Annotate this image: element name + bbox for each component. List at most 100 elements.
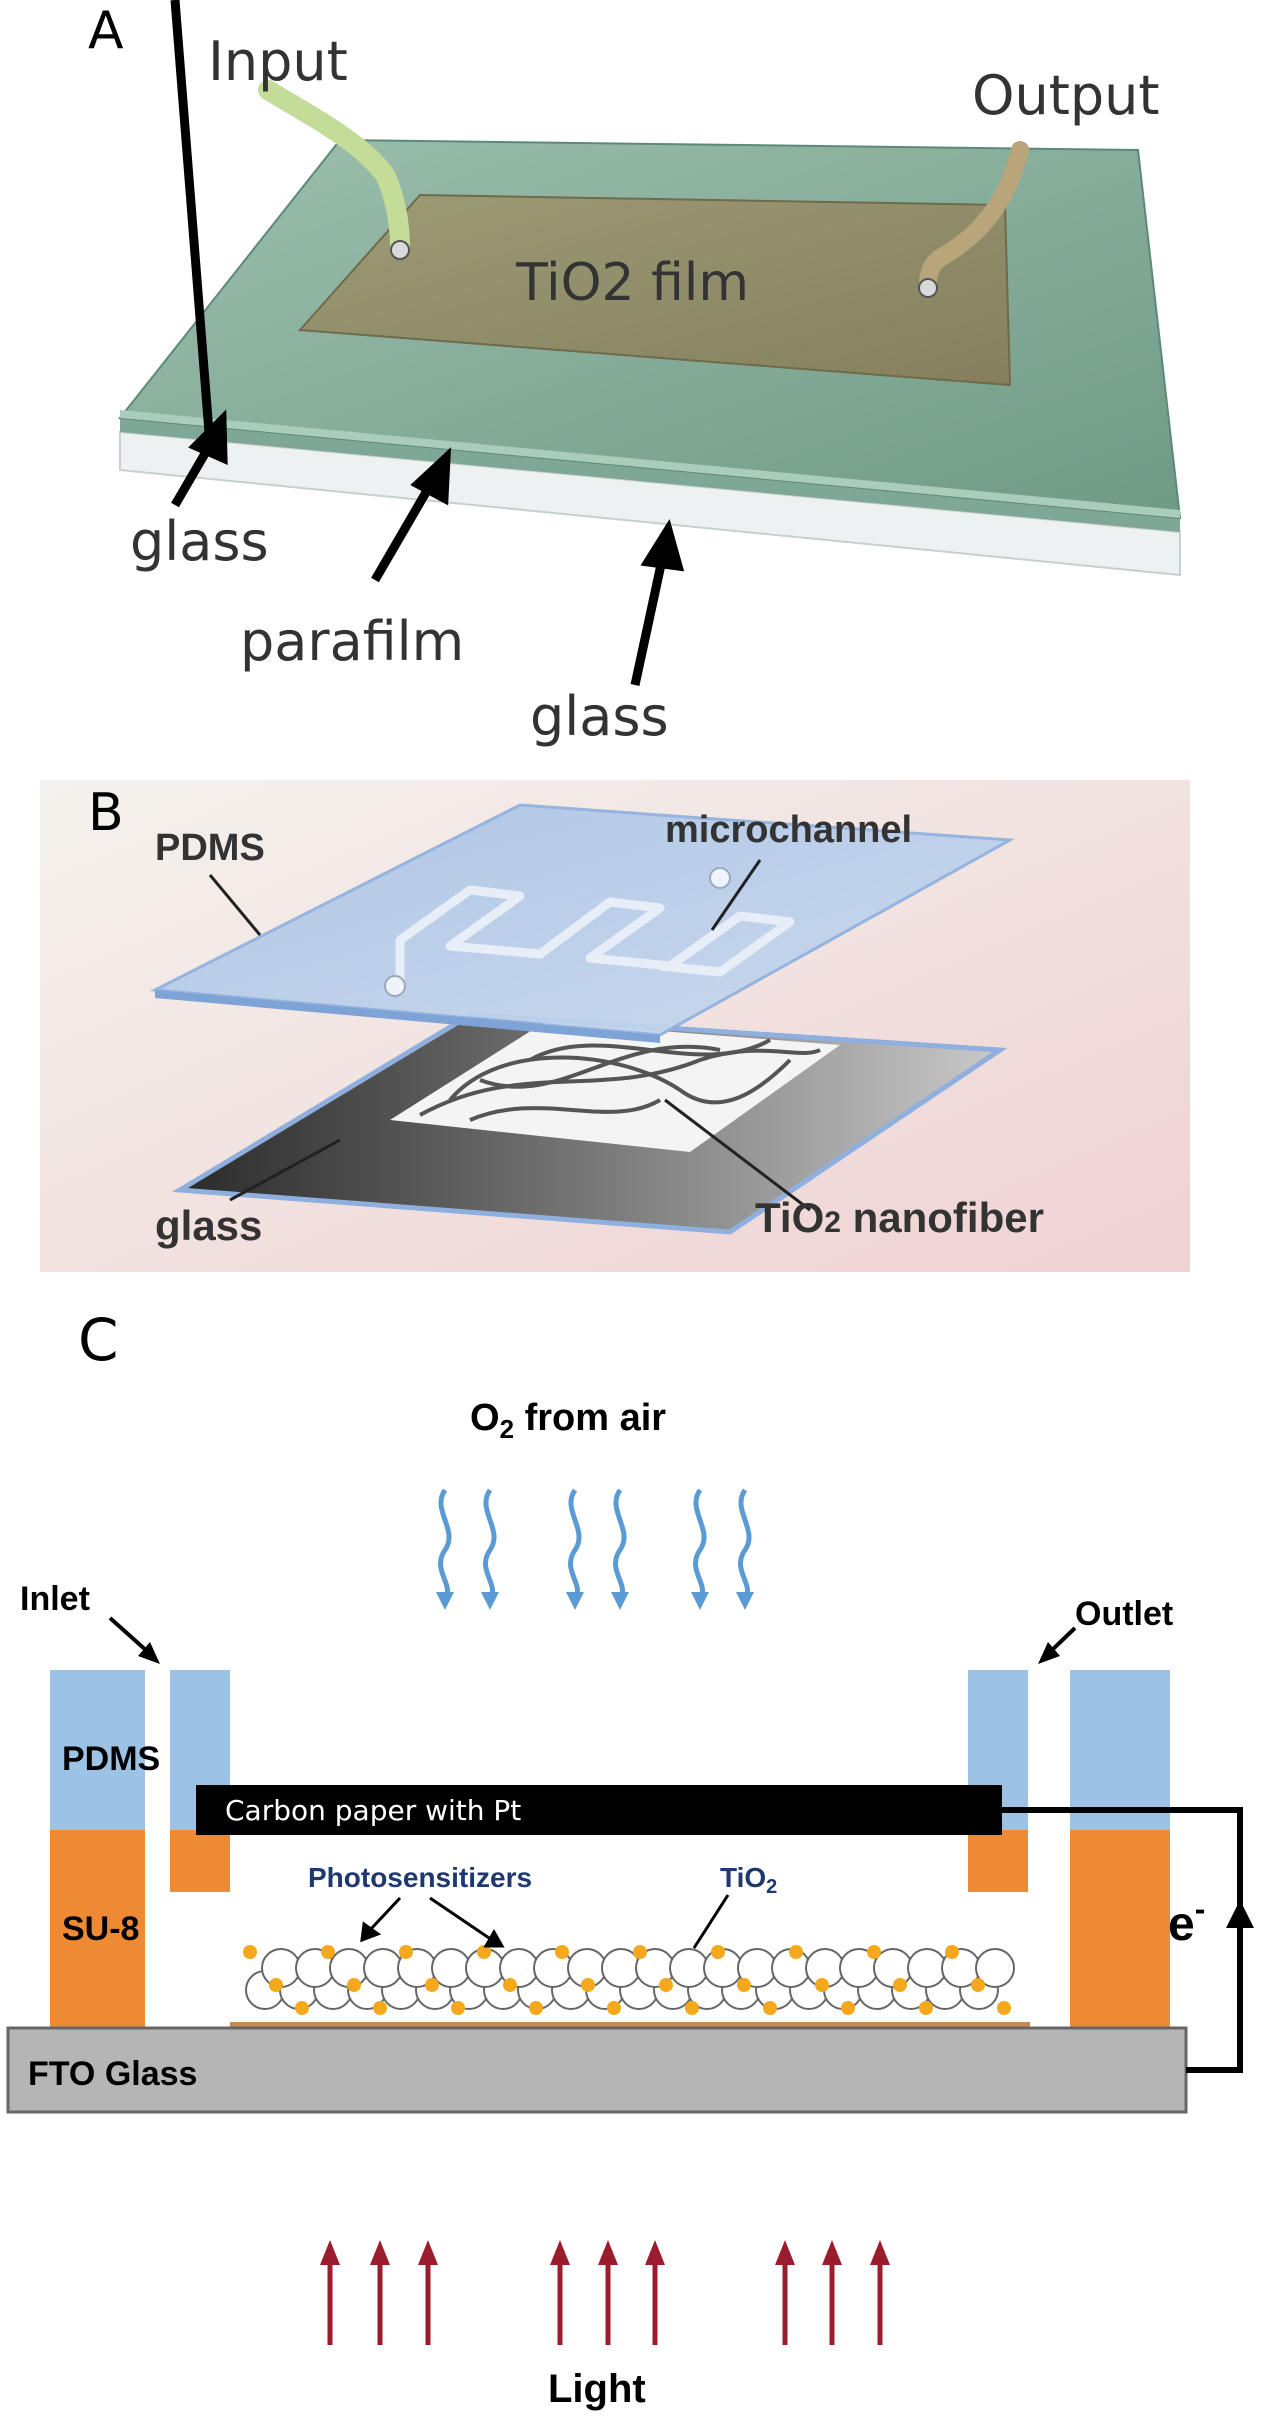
o2-label: O2 from air bbox=[470, 1397, 666, 1444]
arrow-glass-bottom-head bbox=[640, 518, 685, 572]
leader-photosens-2 bbox=[429, 1896, 493, 1942]
tio2-particle-35 bbox=[669, 1948, 709, 1988]
photosensitizer-dot-5 bbox=[347, 1978, 361, 1992]
input-label: Input bbox=[208, 30, 348, 93]
parafilm-layer bbox=[120, 418, 1180, 532]
air-wave-3 bbox=[568, 1488, 582, 1600]
air-wave-5 bbox=[693, 1488, 707, 1600]
outlet-arrow-line bbox=[1048, 1626, 1077, 1654]
air-wave-head-1 bbox=[436, 1592, 454, 1610]
leader-nanofiber bbox=[664, 1098, 811, 1212]
fto-label: FTO Glass bbox=[28, 2055, 197, 2093]
panel-b-diagram: B PDMS microchannel glass TiO2 nanofiber bbox=[40, 780, 1190, 1272]
photosensitizer-dot-8 bbox=[425, 1978, 439, 1992]
photosensitizer-dot-3 bbox=[295, 2001, 309, 2015]
tio2-particle-42 bbox=[907, 1948, 947, 1988]
glass-top-label: glass bbox=[130, 510, 269, 573]
microchannel-label: microchannel bbox=[665, 809, 912, 851]
inlet-label: Inlet bbox=[20, 1580, 90, 1618]
photosensitizer-dot-20 bbox=[737, 1978, 751, 1992]
microchannel-path bbox=[395, 885, 795, 982]
panel-c-diagram: C O2 from air Carbon paper with Pt FTO G… bbox=[6, 1306, 1254, 2411]
photosensitizer-dot-29 bbox=[971, 1978, 985, 1992]
air-wave-2 bbox=[483, 1488, 497, 1600]
input-port bbox=[390, 240, 410, 260]
air-wave-head-2 bbox=[481, 1592, 499, 1610]
channel-port-left bbox=[384, 975, 406, 997]
photosensitizer-dot-18 bbox=[685, 2001, 699, 2015]
photosensitizer-dot-21 bbox=[763, 2001, 777, 2015]
light-arrow-head-5 bbox=[598, 2240, 618, 2265]
photosensitizer-dot-25 bbox=[867, 1945, 881, 1959]
inlet-arrow-head bbox=[138, 1642, 160, 1664]
su8-side-label: SU-8 bbox=[62, 1910, 139, 1948]
leader-photosens-1 bbox=[368, 1896, 402, 1932]
photosensitizer-dot-19 bbox=[711, 1945, 725, 1959]
arrow-glass-top-line bbox=[171, 442, 214, 508]
carbon-label: Carbon paper with Pt bbox=[225, 1794, 521, 1827]
leader-photosens-1-head bbox=[360, 1921, 382, 1943]
tio2-particles bbox=[243, 1945, 1015, 2015]
output-label: Output bbox=[972, 64, 1160, 127]
arrow-glass-top-head bbox=[188, 409, 228, 466]
light-arrow-head-1 bbox=[320, 2240, 340, 2265]
air-wave-4 bbox=[613, 1488, 627, 1600]
tio2-particle-44 bbox=[975, 1948, 1015, 1988]
photosensitizer-dot-7 bbox=[399, 1945, 413, 1959]
leader-photosens-2-head bbox=[483, 1928, 505, 1948]
arrow-parafilm-head bbox=[410, 447, 452, 506]
photosensitizer-dot-12 bbox=[529, 2001, 543, 2015]
pdms-label: PDMS bbox=[155, 827, 265, 869]
photosensitizer-dot-1 bbox=[243, 1945, 257, 1959]
top-glass-edge bbox=[120, 410, 1180, 518]
air-wave-head-4 bbox=[611, 1592, 629, 1610]
photosensitizer-dot-16 bbox=[633, 1945, 647, 1959]
light-arrow-head-8 bbox=[822, 2240, 842, 2265]
photosensitizer-dot-11 bbox=[503, 1978, 517, 1992]
photosensitizer-dot-2 bbox=[269, 1978, 283, 1992]
panel-a-diagram: A Input Output TiO2 film glass parafilm … bbox=[88, 0, 1182, 748]
photosensitizer-dot-22 bbox=[789, 1945, 803, 1959]
photosensitizer-dot-17 bbox=[659, 1978, 673, 1992]
device-stack bbox=[118, 138, 1182, 577]
air-wave-head-5 bbox=[691, 1592, 709, 1610]
photosensitizer-dot-26 bbox=[893, 1978, 907, 1992]
tio2-base-strip bbox=[230, 2022, 1030, 2030]
electron-label: e- bbox=[1168, 1891, 1205, 1951]
input-tube bbox=[258, 80, 410, 255]
panel-b-letter: B bbox=[88, 783, 124, 843]
light-label: Light bbox=[548, 2367, 646, 2411]
photosensitizer-dot-9 bbox=[451, 2001, 465, 2015]
leader-microchannel bbox=[710, 859, 762, 931]
output-tube bbox=[919, 141, 1029, 294]
output-port bbox=[918, 278, 938, 298]
outlet-label: Outlet bbox=[1075, 1595, 1173, 1633]
glass-label: glass bbox=[155, 1202, 262, 1249]
electron-arrow-head bbox=[1226, 1900, 1254, 1928]
air-wave-head-6 bbox=[736, 1592, 754, 1610]
photosensitizer-dot-23 bbox=[815, 1978, 829, 1992]
inlet-arrow-line bbox=[108, 1616, 150, 1654]
pdms-block-left-outer bbox=[50, 1670, 145, 1830]
photosensitizer-dot-14 bbox=[581, 1978, 595, 1992]
pdms-side-label: PDMS bbox=[62, 1740, 160, 1778]
light-arrow-head-4 bbox=[550, 2240, 570, 2265]
leader-glass bbox=[229, 1138, 341, 1202]
panel-a-letter: A bbox=[88, 1, 124, 61]
light-arrow-head-6 bbox=[645, 2240, 665, 2265]
light-arrow-head-2 bbox=[370, 2240, 390, 2265]
glass-bottom-label: glass bbox=[530, 685, 669, 748]
pdms-edge bbox=[155, 990, 660, 1043]
light-arrow-head-9 bbox=[870, 2240, 890, 2265]
air-wave-6 bbox=[738, 1488, 752, 1600]
photosensitizer-dot-15 bbox=[607, 2001, 621, 2015]
tio2-particle-26 bbox=[363, 1948, 403, 1988]
arrow-parafilm-line bbox=[371, 479, 436, 583]
pdms-block-right-outer bbox=[1070, 1670, 1170, 1830]
panel-a-arrows bbox=[170, 0, 685, 686]
arrow-glass-top bbox=[170, 0, 215, 446]
panel-b: B PDMS microchannel glass TiO2 nanofiber bbox=[0, 760, 1272, 1280]
photosensitizer-dot-27 bbox=[919, 2001, 933, 2015]
su8-block-left-inner bbox=[170, 1830, 230, 1892]
nanofiber-label: TiO2 nanofiber bbox=[755, 1194, 1044, 1241]
